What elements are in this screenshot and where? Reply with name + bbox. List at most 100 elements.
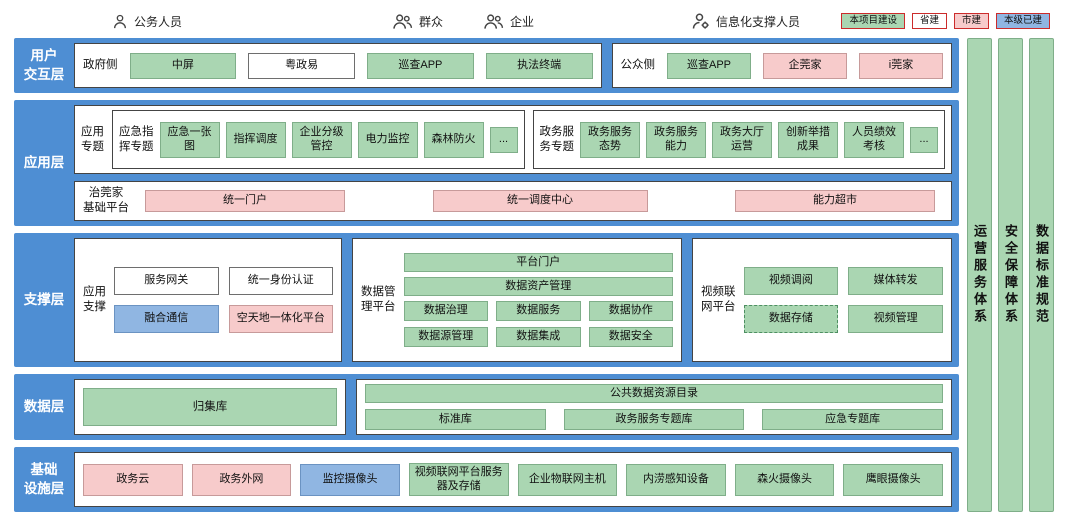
diagram-box: 内涝感知设备 — [626, 463, 726, 496]
diagram-box: 政务云 — [83, 463, 183, 496]
diagram-box: 巡查APP — [367, 52, 474, 79]
panel-label: 数据管 理平台 — [361, 286, 396, 313]
diagram-box: 数据服务 — [496, 301, 581, 321]
layer-label: 基础 设施层 — [23, 462, 65, 496]
subpanel-label: 政务服 务专题 — [539, 125, 575, 153]
diagram-box: 政务大厅运营 — [712, 121, 772, 158]
data-catalog-panel: 公共数据资源目录 标准库 政务服务专题库 应急专题库 — [356, 379, 952, 435]
diagram-box: 统一门户 — [145, 190, 345, 213]
user-role-civil-servant: 公务人员 — [112, 13, 182, 30]
data-management-platform-panel: 数据管 理平台 平台门户 数据资产管理 数据治理 数据服务 数据协作 数据源管理… — [352, 238, 682, 362]
diagram-box: 视频调阅 — [743, 267, 839, 295]
diagram-box: 政务服务能力 — [646, 121, 706, 158]
diagram-box: 企业分级管控 — [291, 121, 352, 158]
layer-stack: 用户 交互层 政府侧 中屏 粤政易 巡查APP 执法终端 公众侧 巡查APP 企… — [14, 38, 959, 512]
diagram-box: 数据资产管理 — [403, 277, 673, 296]
layer-label: 数据层 — [23, 398, 65, 414]
pillar-data-standard: 数据标准规范 — [1029, 38, 1054, 512]
diagram-box: 森火摄像头 — [734, 463, 835, 496]
diagram-box: 执法终端 — [485, 52, 593, 79]
panel-label: 政府侧 — [83, 59, 118, 72]
layer-label: 用户 交互层 — [23, 48, 65, 82]
layer-user-interaction: 用户 交互层 政府侧 中屏 粤政易 巡查APP 执法终端 公众侧 巡查APP 企… — [14, 38, 959, 93]
panel-label: 应用 专题 — [81, 125, 104, 153]
collection-db-panel: 归集库 — [74, 379, 346, 435]
panel-label: 视频联 网平台 — [701, 286, 736, 313]
diagram-box: 指挥调度 — [225, 121, 286, 158]
diagram-box: 视频管理 — [848, 305, 943, 333]
layer-label: 支撑层 — [23, 291, 65, 307]
diagram-box: 巡查APP — [667, 52, 752, 79]
user-role-label: 群众 — [419, 14, 444, 29]
diagram-box: 标准库 — [365, 409, 546, 430]
diagram-box: 创新举措成果 — [778, 121, 838, 158]
emergency-command-subpanel: 应急指 挥专题 应急一张图 指挥调度 企业分级管控 电力监控 森林防火 ... — [112, 110, 525, 170]
pillar-operation-service: 运营服务体系 — [967, 38, 992, 512]
base-platform-panel: 治莞家 基础平台 统一门户 统一调度中心 能力超市 — [74, 181, 952, 221]
people-icon — [392, 13, 413, 30]
diagram-box: 视频联网平台服务器及存储 — [408, 462, 509, 497]
layer-data: 数据层 归集库 公共数据资源目录 标准库 政务服务专题库 应急专题库 — [14, 374, 959, 440]
user-role-label: 公务人员 — [134, 14, 183, 29]
diagram-box: 鹰眼摄像头 — [843, 463, 943, 496]
diagram-box: 数据源管理 — [403, 327, 488, 347]
diagram-box: 政务服务态势 — [580, 121, 640, 158]
people-icon — [483, 13, 504, 30]
diagram-box: 能力超市 — [735, 190, 935, 213]
diagram-box: 监控摄像头 — [300, 463, 400, 496]
diagram-box: 空天地一体化平台 — [228, 305, 333, 333]
video-network-platform-panel: 视频联 网平台 视频调阅 媒体转发 数据存储 视频管理 — [692, 238, 952, 362]
diagram-box: 人员绩效考核 — [844, 121, 904, 158]
person-gear-icon — [692, 12, 710, 30]
layer-infrastructure: 基础 设施层 政务云 政务外网 监控摄像头 视频联网平台服务器及存储 企业物联网… — [14, 447, 959, 512]
diagram-box: i莞家 — [859, 52, 944, 79]
diagram-box: 数据协作 — [588, 301, 673, 321]
diagram-box: 森林防火 — [423, 121, 484, 158]
diagram-box: 政务外网 — [191, 463, 292, 496]
diagram-box: 统一身份认证 — [228, 267, 333, 295]
diagram-main: 用户 交互层 政府侧 中屏 粤政易 巡查APP 执法终端 公众侧 巡查APP 企… — [0, 36, 1066, 520]
government-service-subpanel: 政务服 务专题 政务服务态势 政务服务能力 政务大厅运营 创新举措成果 人员绩效… — [532, 110, 945, 170]
diagram-box: 应急专题库 — [762, 409, 944, 430]
panel-label: 应用 支撑 — [83, 286, 106, 313]
legend-item-province-built: 省建 — [911, 12, 947, 30]
diagram-box: 公共数据资源目录 — [365, 384, 943, 403]
legend: 本项目建设 省建 市建 本级已建 — [841, 12, 1050, 30]
diagram-box: 政务服务专题库 — [563, 409, 745, 430]
pillars: 运营服务体系 安全保障体系 数据标准规范 — [967, 38, 1054, 512]
diagram-box: 数据存储 — [743, 305, 839, 333]
ellipsis-box: ... — [489, 126, 518, 153]
government-side-panel: 政府侧 中屏 粤政易 巡查APP 执法终端 — [74, 43, 602, 88]
diagram-box: 企莞家 — [763, 52, 848, 79]
user-role-public: 群众 — [392, 13, 443, 30]
diagram-box: 企业物联网主机 — [517, 463, 618, 496]
public-side-panel: 公众侧 巡查APP 企莞家 i莞家 — [611, 43, 952, 88]
user-role-label: 信息化支撑人员 — [716, 14, 801, 29]
legend-item-existing: 本级已建 — [995, 12, 1050, 30]
diagram-box: 平台门户 — [403, 253, 673, 272]
panel-label: 治莞家 基础平台 — [83, 187, 129, 215]
legend-item-city-built: 市建 — [953, 12, 989, 30]
legend-item-project-built: 本项目建设 — [841, 12, 905, 30]
user-role-enterprise: 企业 — [483, 13, 534, 30]
user-role-it-support: 信息化支撑人员 — [692, 12, 800, 30]
diagram-box: 数据治理 — [403, 301, 488, 321]
application-topics-panel: 应用 专题 应急指 挥专题 应急一张图 指挥调度 企业分级管控 电力监控 森林防… — [74, 105, 952, 175]
diagram-box: 融合通信 — [114, 305, 219, 333]
diagram-box: 服务网关 — [114, 267, 219, 295]
user-roles-header: 公务人员 群众 企业 — [0, 0, 1066, 36]
ellipsis-box: ... — [910, 126, 938, 153]
diagram-box: 电力监控 — [357, 121, 418, 158]
subpanel-label: 应急指 挥专题 — [119, 125, 154, 153]
panel-label: 公众侧 — [620, 59, 656, 72]
diagram-box: 应急一张图 — [159, 121, 220, 158]
diagram-box: 粤政易 — [248, 52, 355, 79]
layer-application: 应用层 应用 专题 应急指 挥专题 应急一张图 指挥调度 企业分级管控 电力监控… — [14, 100, 959, 226]
pillar-security-assurance: 安全保障体系 — [998, 38, 1023, 512]
diagram-box: 媒体转发 — [848, 267, 943, 295]
user-role-label: 企业 — [510, 14, 535, 29]
diagram-box: 数据集成 — [496, 327, 581, 347]
diagram-box: 数据安全 — [588, 327, 673, 347]
layer-support: 支撑层 应用 支撑 服务网关 统一身份认证 融合通信 空天地一体化平台 数据管 … — [14, 233, 959, 367]
